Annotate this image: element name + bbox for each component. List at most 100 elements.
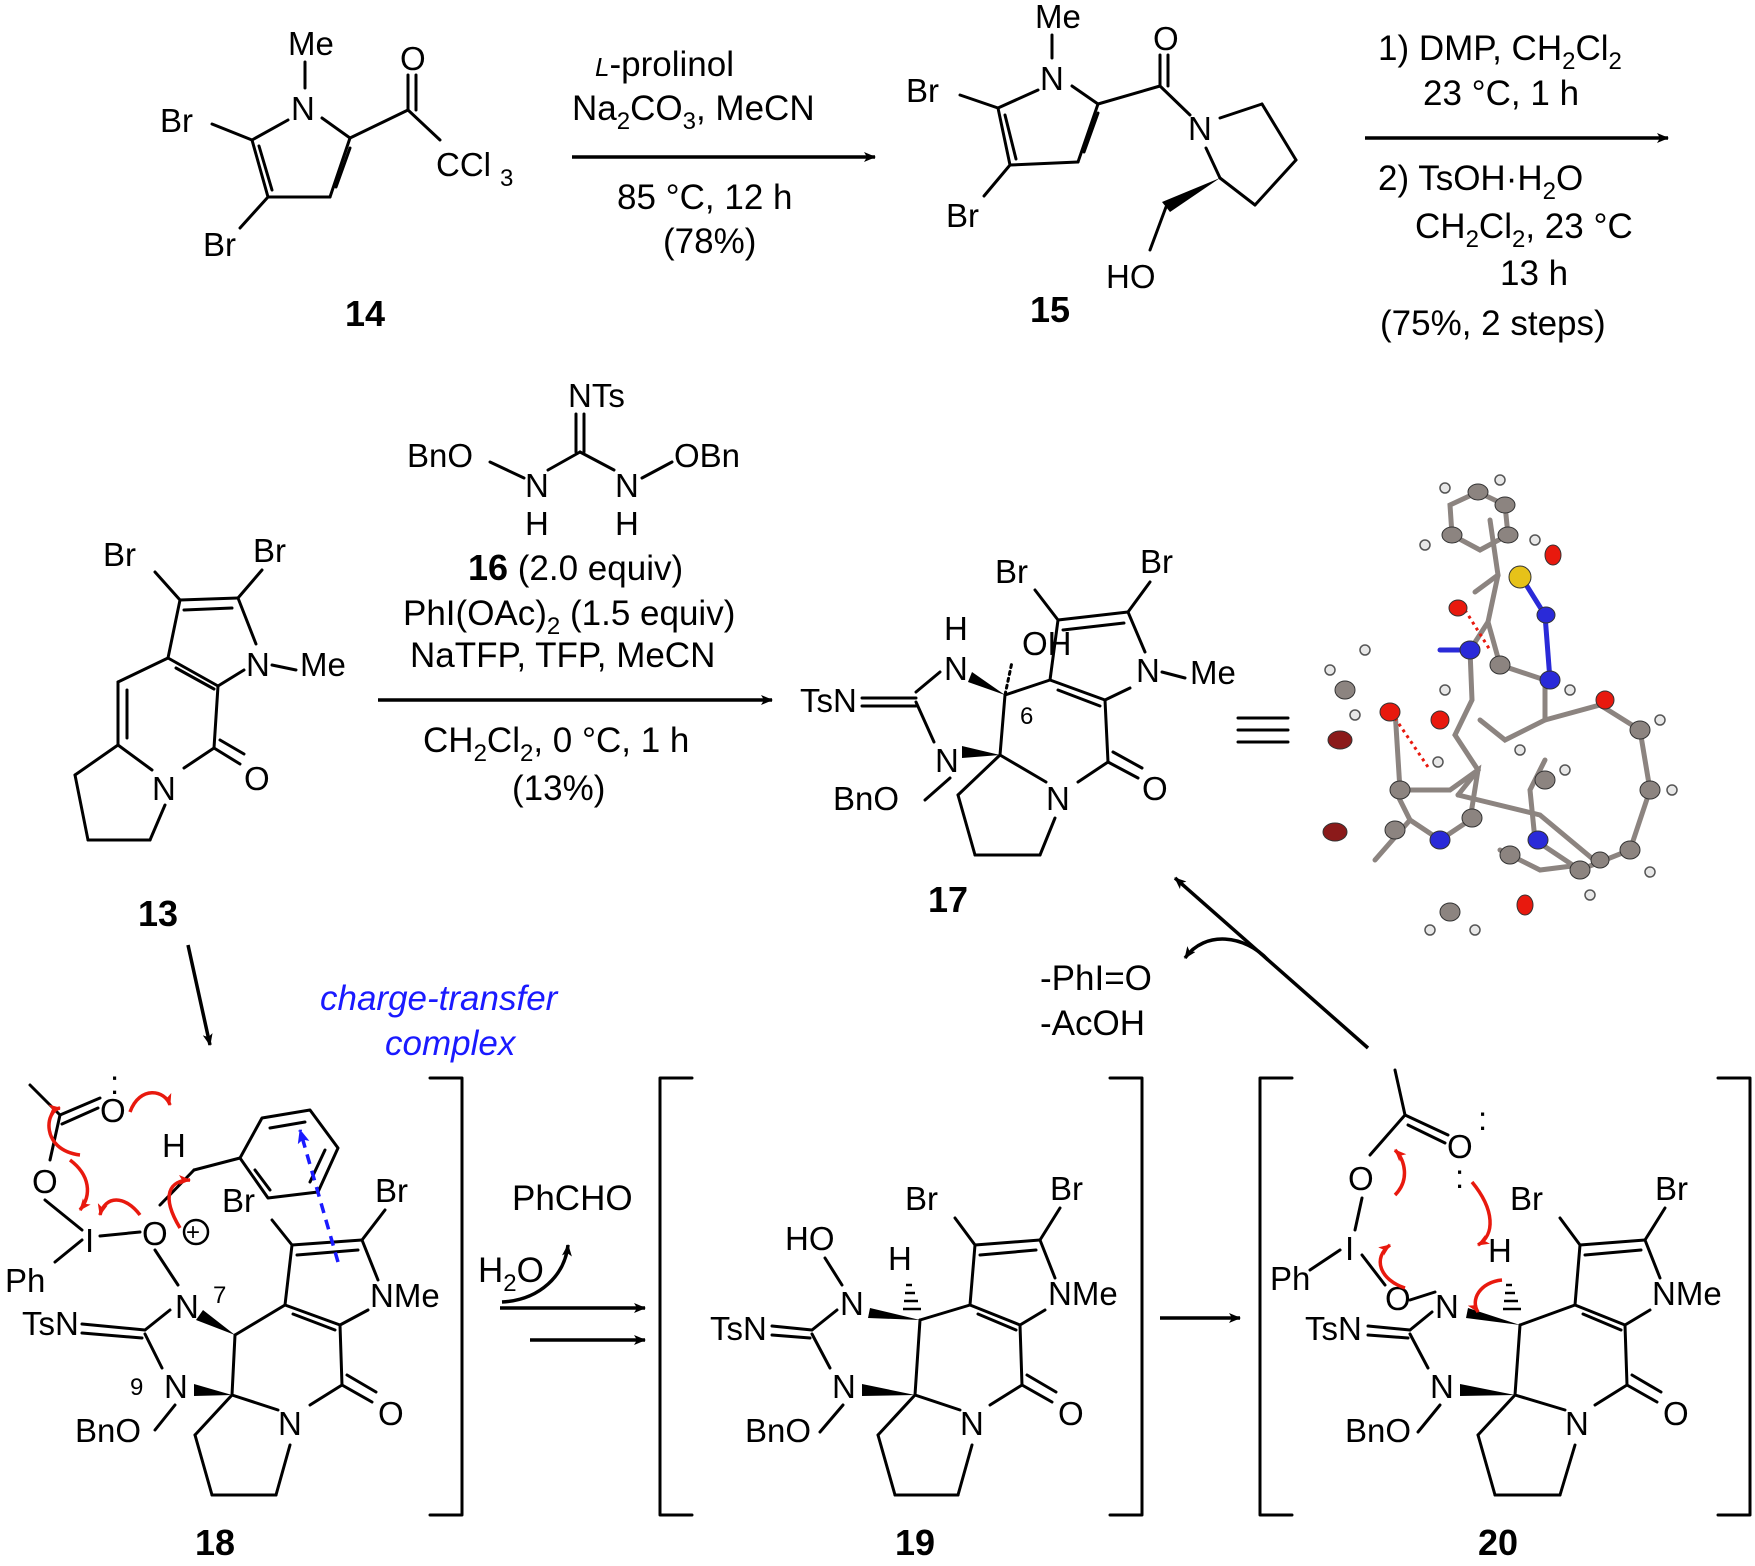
atom-label: Me — [1190, 654, 1236, 691]
atom-label: N — [1435, 1288, 1459, 1325]
reagent-subscript: 2 — [1466, 226, 1479, 253]
reagent-text: , 0 °C, 1 h — [533, 721, 689, 760]
bracket-right — [1108, 1076, 1144, 1517]
atom-label: O — [1663, 1395, 1689, 1432]
atom-label: N — [935, 742, 959, 779]
atom-label: BnO — [833, 780, 899, 817]
svg-text:H2O: H2O — [478, 1251, 544, 1297]
reagent-text: Cl — [487, 721, 520, 760]
reagent-text: Cl — [1479, 207, 1512, 246]
atom-label: Br — [946, 197, 979, 234]
svg-text:2) TsOH·H2O: 2) TsOH·H2O — [1378, 159, 1583, 205]
atom-label: N — [1136, 652, 1160, 689]
atom-label: O — [400, 40, 426, 77]
bracket-right — [1716, 1076, 1752, 1517]
curly-arrow — [1470, 1180, 1492, 1247]
bracket-left — [658, 1076, 694, 1517]
atom-label: N — [1040, 60, 1064, 97]
charge-transfer-label: complex — [385, 1024, 517, 1063]
reagent-subscript: 2 — [1609, 48, 1622, 75]
equivalence-symbol — [1236, 716, 1290, 744]
atom-label: N — [525, 467, 549, 504]
atom-label: N — [1188, 110, 1212, 147]
atom-label: HO — [785, 1220, 835, 1257]
reaction-arrow — [1173, 876, 1370, 1050]
svg-text:CH2Cl2, 0 °C, 1 h: CH2Cl2, 0 °C, 1 h — [423, 721, 689, 767]
atom-label: O — [1348, 1160, 1374, 1197]
reagent-text: , MeCN — [696, 89, 815, 128]
atom-label: OBn — [674, 437, 740, 474]
atom-label: H — [615, 505, 639, 542]
curly-arrow — [128, 1091, 172, 1113]
bracket-right — [428, 1076, 464, 1517]
atom-number: 7 — [213, 1282, 226, 1309]
svg-text:L-prolinol: L-prolinol — [595, 45, 734, 84]
atom-label: Br — [1140, 543, 1173, 580]
atom-label: O — [378, 1395, 404, 1432]
charge-plus: + — [186, 1219, 200, 1246]
compound-14-structure: Me N Br Br O CCl 3 — [160, 25, 513, 263]
atom-label: N — [1430, 1368, 1454, 1405]
reagent-text: Cl — [1575, 29, 1608, 68]
atom-label: N — [246, 646, 270, 683]
atom-label: NMe — [1048, 1275, 1118, 1312]
atom-label: Ph — [5, 1262, 45, 1299]
compound-number-18: 18 — [195, 1522, 235, 1563]
atom-label: Ph — [1270, 1260, 1310, 1297]
reaction-conditions: 85 °C, 12 h — [617, 178, 793, 217]
reagent-subscript: 3 — [683, 108, 696, 135]
charge-transfer-label: charge-transfer — [320, 979, 559, 1018]
atom-label: N — [278, 1405, 302, 1442]
compound-number-15: 15 — [1030, 289, 1070, 330]
compound-number-20: 20 — [1478, 1522, 1518, 1563]
atom-label: Br — [253, 532, 286, 569]
reaction-yield: (75%, 2 steps) — [1380, 304, 1606, 343]
reagent-subscript: 2 — [474, 740, 487, 767]
reagent-text: 2) TsOH·H — [1378, 159, 1543, 198]
compound-number-16: 16 — [468, 547, 508, 588]
atom-label: Br — [1050, 1170, 1083, 1207]
atom-number: 6 — [1020, 703, 1033, 730]
reagent-text: , 23 °C — [1525, 207, 1632, 246]
loss-arrow — [501, 1244, 572, 1304]
reaction-conditions: 23 °C, 1 h — [1423, 74, 1579, 113]
curly-arrow — [97, 1198, 142, 1217]
curly-arrow — [47, 1104, 81, 1157]
reagent-text: (1.5 equiv) — [560, 594, 735, 633]
atom-label: TsN — [1305, 1310, 1362, 1347]
atom-label: N — [944, 650, 968, 687]
reagent-subscript: 2 — [1512, 226, 1525, 253]
reagent-subscript: 2 — [617, 108, 630, 135]
compound-17-structure: Br Br N Me O N OH 6 H N TsN — [800, 543, 1236, 857]
reagent-text: CH — [423, 721, 474, 760]
compound-15-structure: Me N Br Br O N HO — [906, 0, 1298, 295]
compound-13-structure: Br Br N Me O N — [73, 532, 346, 842]
atom-label: Br — [995, 553, 1028, 590]
reagent-text: O — [1556, 159, 1583, 198]
atom-label: N — [152, 770, 176, 807]
curly-arrow — [1467, 1278, 1503, 1313]
compound-number-14: 14 — [345, 293, 385, 334]
lone-pair: : — [110, 1064, 119, 1101]
reagent-prefix: L — [595, 52, 609, 82]
atom-label: Br — [905, 1180, 938, 1217]
charge-transfer-arrow — [297, 1129, 340, 1263]
byproduct-label: -PhI=O — [1040, 959, 1152, 998]
atom-label: O — [142, 1215, 168, 1252]
reagent-text: H — [478, 1251, 503, 1290]
atom-label: Me — [288, 25, 334, 62]
svg-text:PhI(OAc)2 (1.5 equiv): PhI(OAc)2 (1.5 equiv) — [403, 594, 735, 640]
xray-atoms — [1322, 483, 1661, 922]
compound-19-structure: HO N TsN N BnO H Br Br NMe — [710, 1170, 1118, 1497]
compound-number-17: 17 — [928, 879, 968, 920]
atom-label: TsN — [710, 1310, 767, 1347]
atom-label: N — [291, 90, 315, 127]
atom-label: O — [1447, 1128, 1473, 1165]
curly-arrow — [167, 1175, 191, 1229]
atom-label: NMe — [1652, 1275, 1722, 1312]
atom-label: Me — [1035, 0, 1081, 35]
atom-label: Br — [160, 102, 193, 139]
compound-18-structure: O : O I Ph O + H N 7 TsN N 9 BnO Br Br — [5, 1064, 440, 1497]
compound-16-structure: NTs N N H H BnO OBn — [407, 377, 740, 542]
lone-pair: : — [1455, 1158, 1464, 1195]
